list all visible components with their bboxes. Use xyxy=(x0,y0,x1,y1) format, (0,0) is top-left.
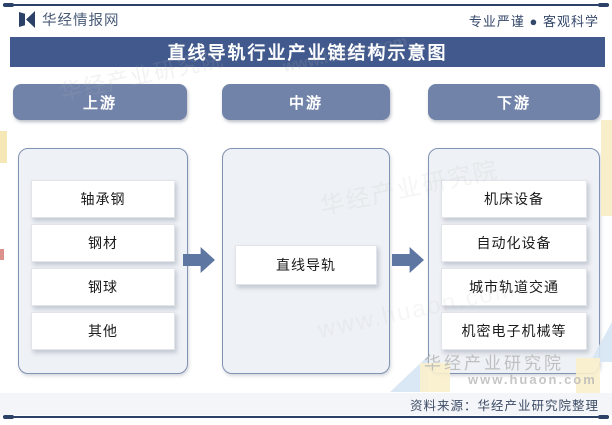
stage-button-midstream: 中游 xyxy=(222,84,390,120)
downstream-item: 城市轨道交通 xyxy=(441,268,587,306)
upstream-item: 钢球 xyxy=(31,268,175,306)
bottom-divider-left-cap xyxy=(3,415,14,419)
upstream-item: 其他 xyxy=(31,312,175,350)
decorative-patch xyxy=(601,120,612,216)
top-divider xyxy=(3,3,609,7)
stage-button-upstream: 上游 xyxy=(13,84,187,120)
upstream-item: 钢材 xyxy=(31,224,175,262)
downstream-panel: 机床设备 自动化设备 城市轨道交通 机密电子机械等 xyxy=(428,148,600,374)
page-title: 直线导轨行业产业链结构示意图 xyxy=(10,37,605,67)
upstream-panel: 轴承钢 钢材 钢球 其他 xyxy=(18,148,188,374)
upstream-item: 轴承钢 xyxy=(31,180,175,218)
downstream-item: 自动化设备 xyxy=(441,224,587,262)
downstream-item: 机床设备 xyxy=(441,180,587,218)
decorative-patch xyxy=(0,131,7,163)
midstream-panel: 直线导轨 xyxy=(222,148,390,374)
source-note: 资料来源：华经产业研究院整理 xyxy=(0,393,612,415)
stage-button-downstream: 下游 xyxy=(428,84,600,120)
decorative-patch xyxy=(0,249,4,260)
downstream-item: 机密电子机械等 xyxy=(441,312,587,350)
watermark-site: www.huaon.com xyxy=(468,372,597,387)
header-slogan: 专业严谨 ● 客观科学 xyxy=(468,14,599,29)
decorative-patch xyxy=(390,356,428,392)
midstream-item: 直线导轨 xyxy=(235,245,377,285)
arrow-right-icon xyxy=(392,247,424,273)
top-divider-left-cap xyxy=(3,3,14,7)
bottom-divider-right-cap xyxy=(598,415,609,419)
bottom-divider xyxy=(3,415,609,419)
brand-name: 华经情报网 xyxy=(42,13,120,29)
huajing-logo-icon xyxy=(19,11,35,28)
brand-area: 华经情报网 xyxy=(19,9,120,30)
top-divider-right-cap xyxy=(598,3,609,7)
